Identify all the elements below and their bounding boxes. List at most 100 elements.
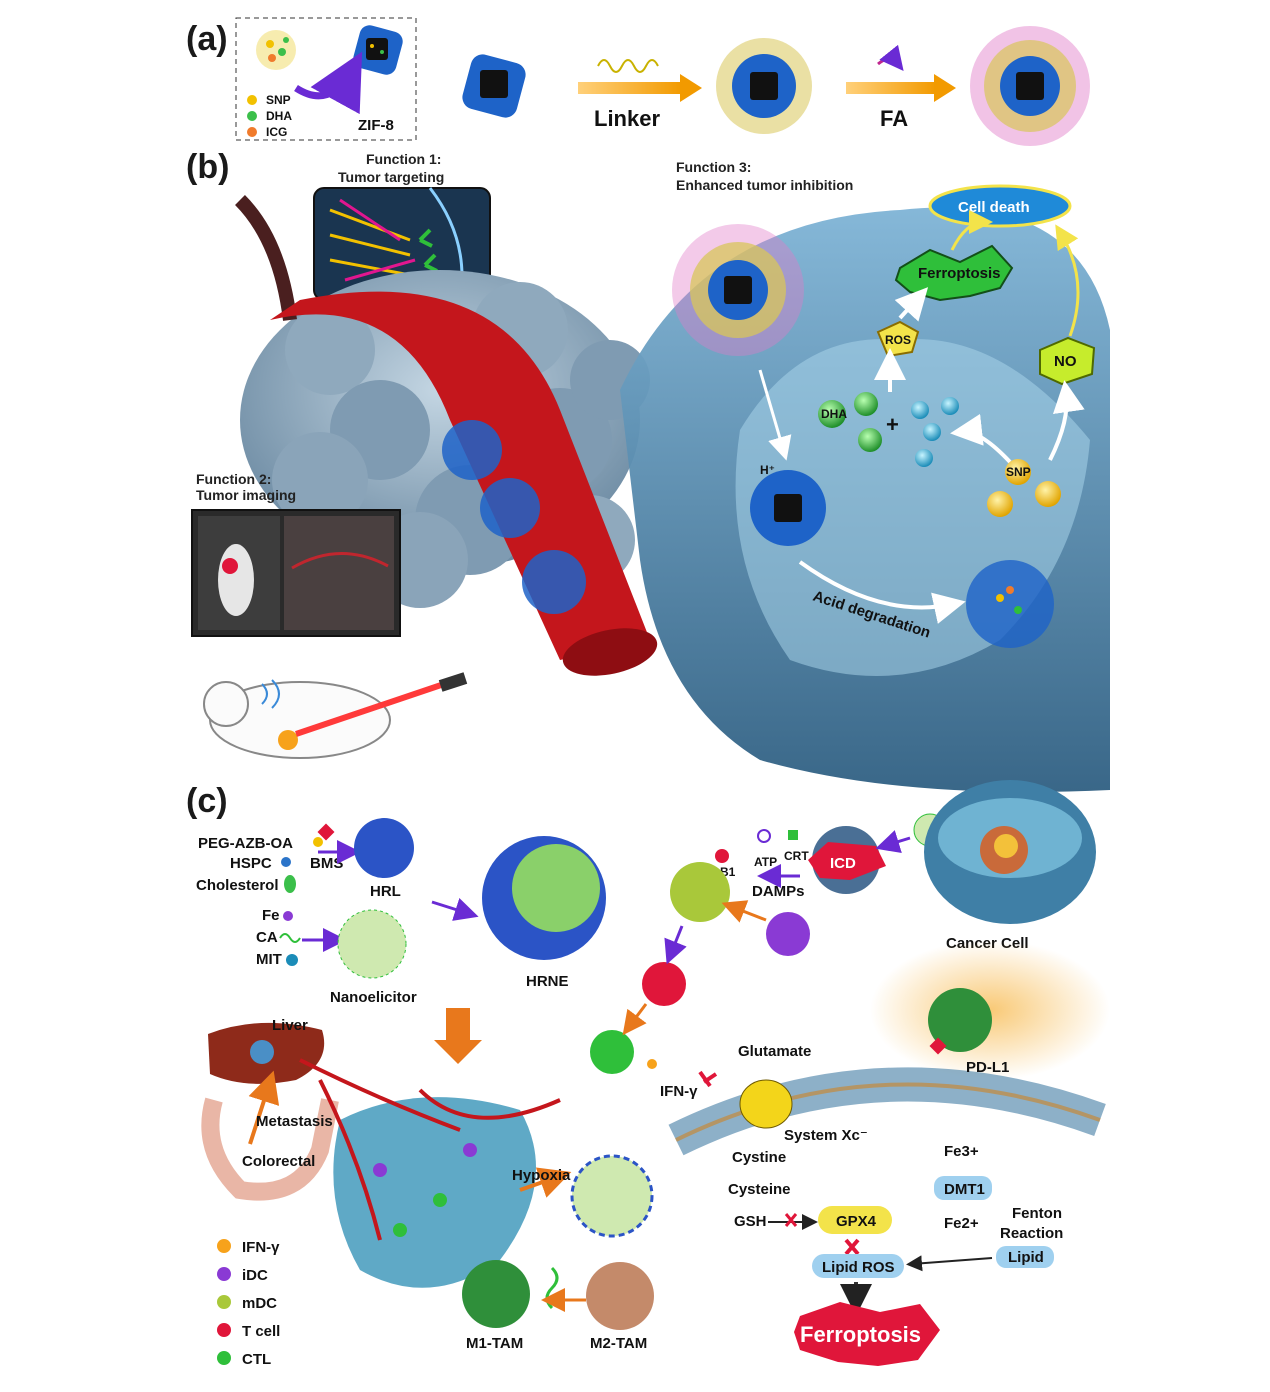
crt-icon bbox=[788, 830, 798, 840]
colorectal-tumor bbox=[299, 1058, 561, 1288]
pdl1-label: PD-L1 bbox=[966, 1059, 1009, 1076]
disassembled-hrne-icon bbox=[570, 1154, 654, 1238]
metastasis-label: Metastasis bbox=[256, 1113, 333, 1130]
photoacoustic-image bbox=[284, 516, 394, 630]
lipid-ros-box bbox=[812, 1254, 904, 1278]
t-cell-icon bbox=[642, 962, 686, 1006]
no-label: NO bbox=[1054, 353, 1077, 370]
gpx4-inhibition-icon bbox=[844, 1238, 860, 1256]
nanoelicitor-label: Nanoelicitor bbox=[330, 989, 417, 1006]
legend-tcell: T cell bbox=[242, 1323, 280, 1340]
damps-label: DAMPs bbox=[752, 883, 805, 900]
function3-title: Function 3: bbox=[676, 159, 751, 175]
bms-icon bbox=[317, 823, 335, 841]
zif8-label: ZIF-8 bbox=[358, 117, 394, 134]
fenton-label-2: Reaction bbox=[1000, 1225, 1063, 1242]
panel-a-label: (a) bbox=[186, 20, 228, 58]
m2-tam-icon bbox=[586, 1262, 654, 1330]
uptake-arrow bbox=[758, 369, 792, 461]
panel-a: (a) ZIF-8 SNP DHA ICG bbox=[186, 17, 1090, 146]
ifn-gamma-dot-icon bbox=[647, 1059, 657, 1069]
snp-molecules: SNP bbox=[987, 459, 1061, 517]
ifn-label: IFN-γ bbox=[660, 1083, 698, 1100]
blood-vessel bbox=[270, 291, 658, 676]
vessel-tail bbox=[234, 195, 297, 321]
cholesterol-icon bbox=[284, 875, 296, 893]
linker-step: Linker bbox=[578, 59, 702, 131]
mit-label: MIT bbox=[256, 951, 282, 968]
mouse-laser-illustration bbox=[203, 672, 468, 759]
legend-icg: ICG bbox=[266, 125, 287, 139]
cancer-cell-icon bbox=[924, 780, 1096, 924]
hrne-particle-icon bbox=[482, 836, 606, 960]
dha-molecules: DHA bbox=[818, 392, 882, 452]
panel-b: (b) Function 1: Tumor targeting Function… bbox=[186, 148, 1110, 792]
fe-label: Fe bbox=[262, 907, 280, 924]
legend-ifn-icon bbox=[217, 1239, 231, 1253]
legend-mdc: mDC bbox=[242, 1295, 277, 1312]
gpx4-box bbox=[818, 1206, 892, 1234]
lipid-ros-label: Lipid ROS bbox=[822, 1259, 895, 1276]
cell-death-label: Cell death bbox=[958, 199, 1030, 216]
icg-dot-icon bbox=[247, 127, 257, 137]
function2-subtitle: Tumor imaging bbox=[196, 487, 296, 503]
snp-dot-icon bbox=[247, 95, 257, 105]
proton-label: H⁺ bbox=[760, 463, 775, 477]
idc-cell-icon bbox=[766, 912, 810, 956]
hspc-icon bbox=[281, 857, 291, 867]
pdl1-blocker-icon bbox=[929, 1037, 947, 1055]
repolarization-signal-icon bbox=[545, 1266, 559, 1310]
linker-molecule-icon bbox=[597, 59, 659, 73]
gsh-label: GSH bbox=[734, 1213, 767, 1230]
legend-dha: DHA bbox=[266, 109, 292, 123]
legend-idc: iDC bbox=[242, 1267, 268, 1284]
nanoelicitor-icon bbox=[337, 909, 407, 979]
crt-label: CRT bbox=[784, 849, 809, 863]
fenton-label-1: Fenton bbox=[1012, 1205, 1062, 1222]
cell-death-oval bbox=[928, 184, 1072, 228]
colon-icon bbox=[201, 1097, 339, 1201]
hrne-label: HRNE bbox=[526, 973, 569, 990]
lipid-box bbox=[996, 1246, 1054, 1268]
bms-label: BMS bbox=[310, 855, 343, 872]
inhibition-x-icon bbox=[784, 1213, 798, 1227]
acid-degradation-arrow bbox=[798, 560, 966, 624]
icd-label: ICD bbox=[830, 855, 856, 872]
fe-icon bbox=[283, 911, 293, 921]
ferroptosis-label: Ferroptosis bbox=[918, 265, 1001, 282]
fa-step: FA bbox=[846, 44, 956, 131]
lipid-label: Lipid bbox=[1008, 1249, 1044, 1266]
targeting-ligands-icon bbox=[329, 198, 438, 282]
tumor-spot-icon bbox=[278, 730, 298, 750]
panel-b-label: (b) bbox=[186, 148, 229, 186]
icd-burst-icon bbox=[808, 842, 886, 880]
zif8-cube-icon bbox=[353, 25, 403, 75]
glutamate-label: Glutamate bbox=[738, 1043, 811, 1060]
dmt1-box bbox=[934, 1176, 992, 1200]
legend-tcell-icon bbox=[217, 1323, 231, 1337]
panel-a-legend: SNP DHA ICG bbox=[247, 93, 292, 139]
legend-ctl: CTL bbox=[242, 1351, 271, 1368]
ca-icon bbox=[279, 933, 301, 943]
function2-title: Function 2: bbox=[196, 471, 271, 487]
function1-subtitle: Tumor targeting bbox=[338, 169, 444, 185]
gpx4-label: GPX4 bbox=[836, 1213, 877, 1230]
hmgb1-icon bbox=[715, 849, 729, 863]
peg-azb-oa-label: PEG-AZB-OA bbox=[198, 835, 293, 852]
panel-c-label: (c) bbox=[186, 782, 228, 820]
legend-idc-icon bbox=[217, 1267, 231, 1281]
laser-device-icon bbox=[438, 672, 468, 692]
atp-icon bbox=[757, 829, 771, 843]
ifn-block-icon bbox=[698, 1070, 718, 1088]
plus-sign: + bbox=[886, 412, 899, 437]
drug-cluster bbox=[256, 30, 296, 70]
snp-label: SNP bbox=[1006, 465, 1031, 479]
dha-label: DHA bbox=[821, 407, 847, 421]
linker-label: Linker bbox=[594, 106, 660, 131]
system-xc-transporter-icon bbox=[739, 1079, 793, 1129]
targeted-nanoparticle-icon bbox=[672, 224, 804, 356]
panel-c: (c) PEG-AZB-OA HSPC Cholesterol BMS HRL … bbox=[186, 780, 1110, 1368]
function1-title: Function 1: bbox=[366, 151, 441, 167]
